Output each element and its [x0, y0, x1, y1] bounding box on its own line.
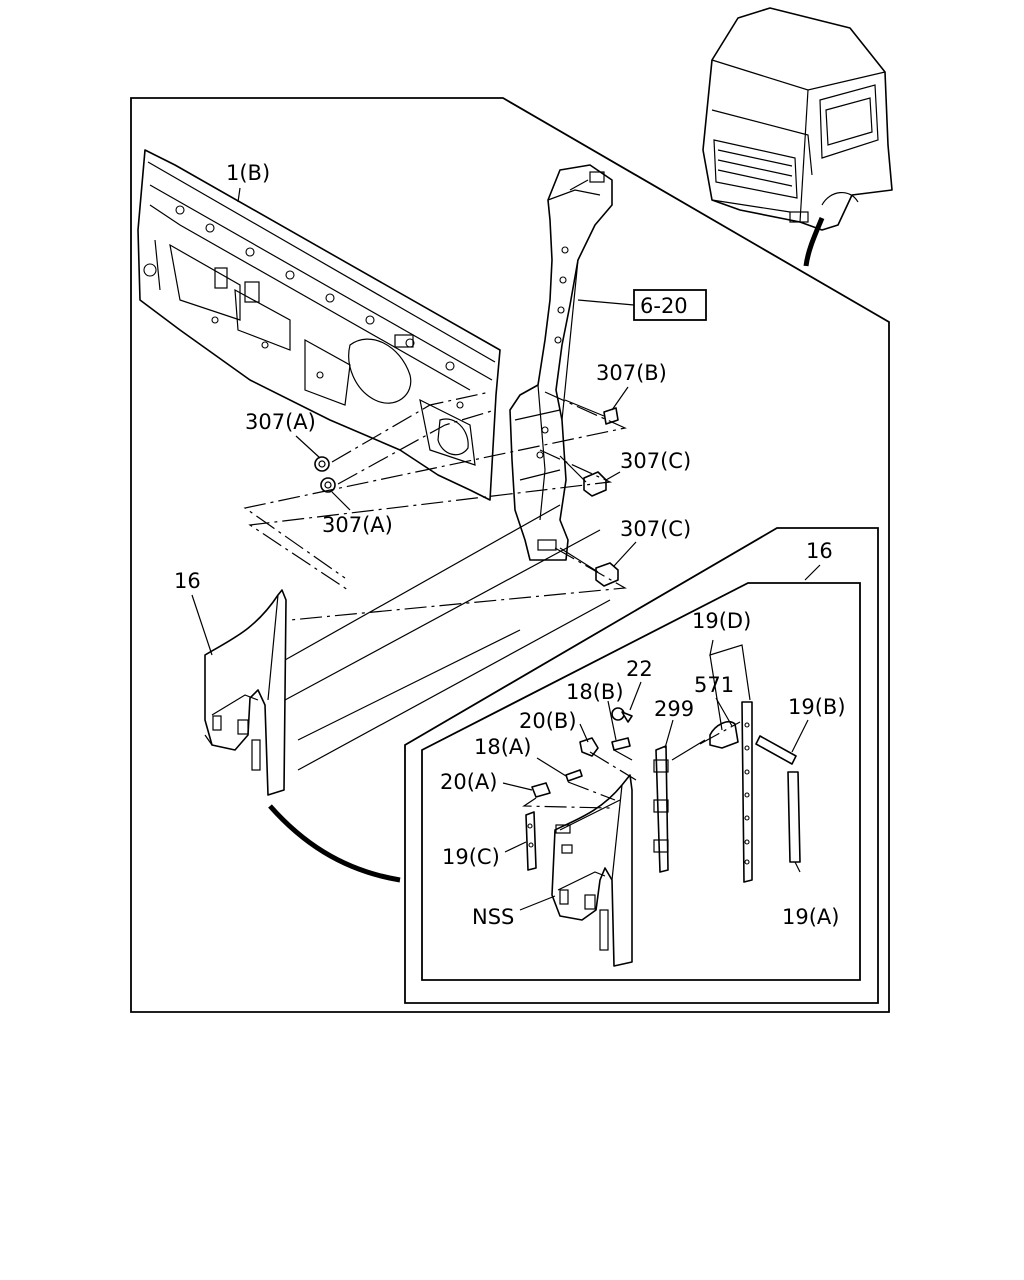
pillar-ref-box: [633, 289, 707, 321]
label-clip-307c-upper: 307(C): [620, 449, 691, 473]
label-clip-20a: 20(A): [440, 770, 497, 794]
seal-19d: [741, 701, 753, 883]
detail-frame-outer: [404, 527, 879, 1004]
detail-connector: [268, 804, 401, 883]
label-clip-307a-lower: 307(A): [322, 513, 393, 537]
label-cowl-panel: 1(B): [226, 161, 270, 185]
detail-frame-inner: [421, 582, 861, 981]
installation-lines: [243, 391, 627, 771]
label-bracket-18b: 18(B): [566, 680, 624, 704]
clip-20a: [531, 782, 551, 798]
label-retainer-299: 299: [654, 697, 694, 721]
label-seal-19d: 19(D): [692, 609, 751, 633]
seal-19a: [787, 771, 801, 863]
label-bracket-18a: 18(A): [474, 735, 531, 759]
label-clip-571: 571: [694, 673, 734, 697]
label-garnish-main: 16: [174, 569, 201, 593]
detail-leaders: [522, 721, 741, 831]
bracket-18b: [611, 737, 631, 751]
label-seal-19a: 19(A): [782, 905, 839, 929]
label-seal-19c: 19(C): [442, 845, 500, 869]
label-clip-307b: 307(B): [596, 361, 667, 385]
label-leaders: [191, 187, 821, 911]
label-clip-307c-lower: 307(C): [620, 517, 691, 541]
clip-20b: [579, 737, 599, 757]
clip-307c-upper: [583, 471, 607, 497]
seal-19b: [755, 735, 797, 765]
retainer-299: [653, 745, 669, 873]
clip-307a-upper: [314, 456, 330, 472]
corner-garnish-main: [204, 589, 287, 796]
label-garnish-detail: 16: [806, 539, 833, 563]
label-clip-22: 22: [626, 657, 653, 681]
bracket-18a: [565, 769, 583, 782]
clip-22: [611, 707, 633, 723]
truck-cab-thumbnail: [702, 7, 893, 267]
main-frame: [130, 97, 890, 1013]
label-clip-20b: 20(B): [519, 709, 577, 733]
clip-307c-lower: [595, 562, 619, 587]
cowl-panel: [137, 149, 501, 501]
seal-19c: [525, 811, 537, 871]
label-pillar-ref: 6-20: [640, 294, 688, 318]
label-nss: NSS: [472, 905, 514, 929]
clip-571: [709, 720, 739, 749]
clip-307a-lower: [320, 477, 336, 493]
label-clip-307a-upper: 307(A): [245, 410, 316, 434]
a-pillar: [509, 164, 613, 561]
nss-garnish: [551, 774, 633, 967]
label-seal-19b: 19(B): [788, 695, 846, 719]
